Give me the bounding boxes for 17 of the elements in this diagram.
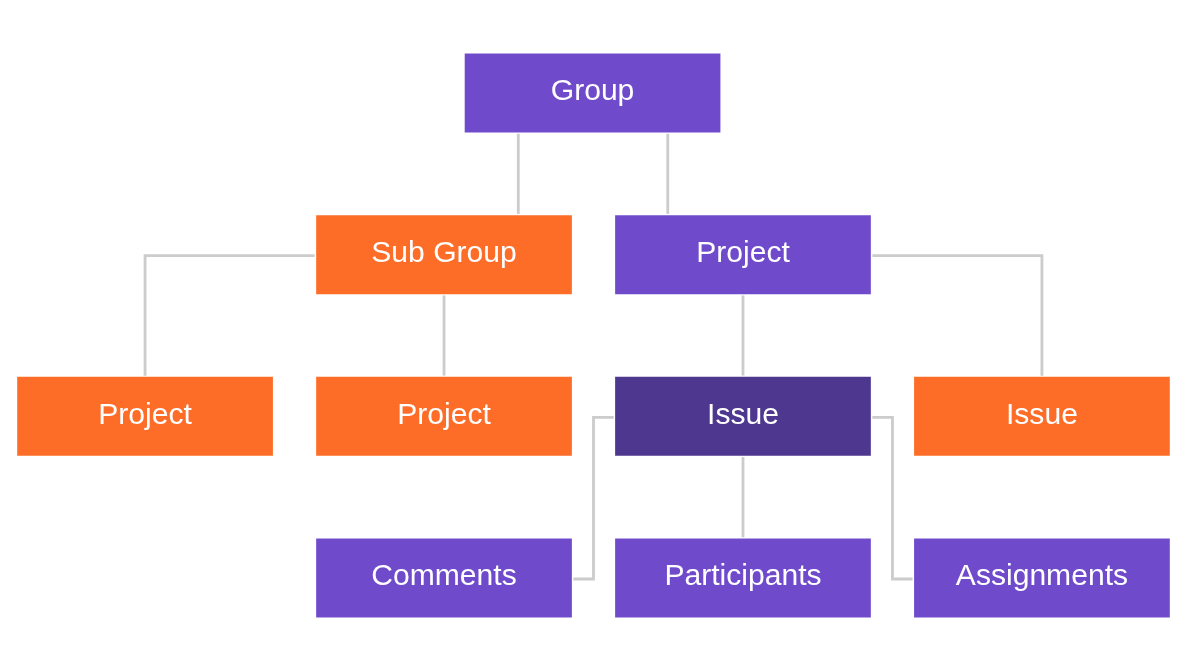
connector — [741, 295, 745, 376]
connector — [666, 133, 670, 214]
connector — [442, 295, 446, 376]
node-box: Issue — [912, 375, 1172, 458]
node-box: Project — [15, 375, 275, 458]
node-box: Project — [314, 375, 574, 458]
connector — [872, 254, 1044, 376]
node-box: Issue — [613, 375, 873, 458]
node-box: Participants — [613, 536, 873, 620]
node-box: Group — [462, 51, 723, 135]
connector — [516, 133, 520, 214]
connector — [143, 254, 315, 376]
connector — [741, 457, 745, 538]
node-box: Project — [613, 213, 873, 296]
node-box: Sub Group — [314, 213, 574, 296]
node-box: Comments — [314, 536, 574, 620]
node-box: Assignments — [912, 536, 1172, 620]
